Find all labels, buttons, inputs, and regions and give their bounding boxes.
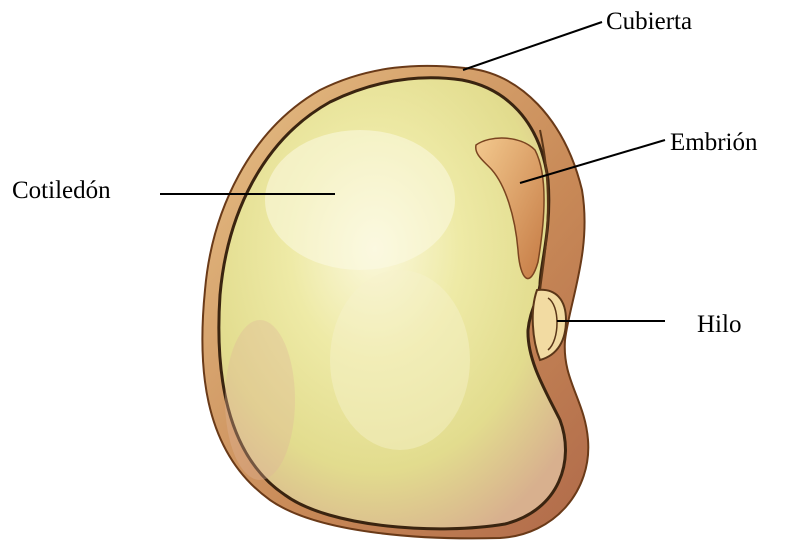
label-hilo: Hilo [697,312,741,337]
label-embrion: Embrión [670,130,758,155]
cotyledon-highlight-lower [330,270,470,450]
cotyledon-blush [225,320,295,480]
label-cubierta: Cubierta [606,9,692,34]
cotyledon-highlight [265,130,455,270]
leader-line-cubierta [463,22,602,70]
label-cotiledon: Cotiledón [12,178,111,203]
